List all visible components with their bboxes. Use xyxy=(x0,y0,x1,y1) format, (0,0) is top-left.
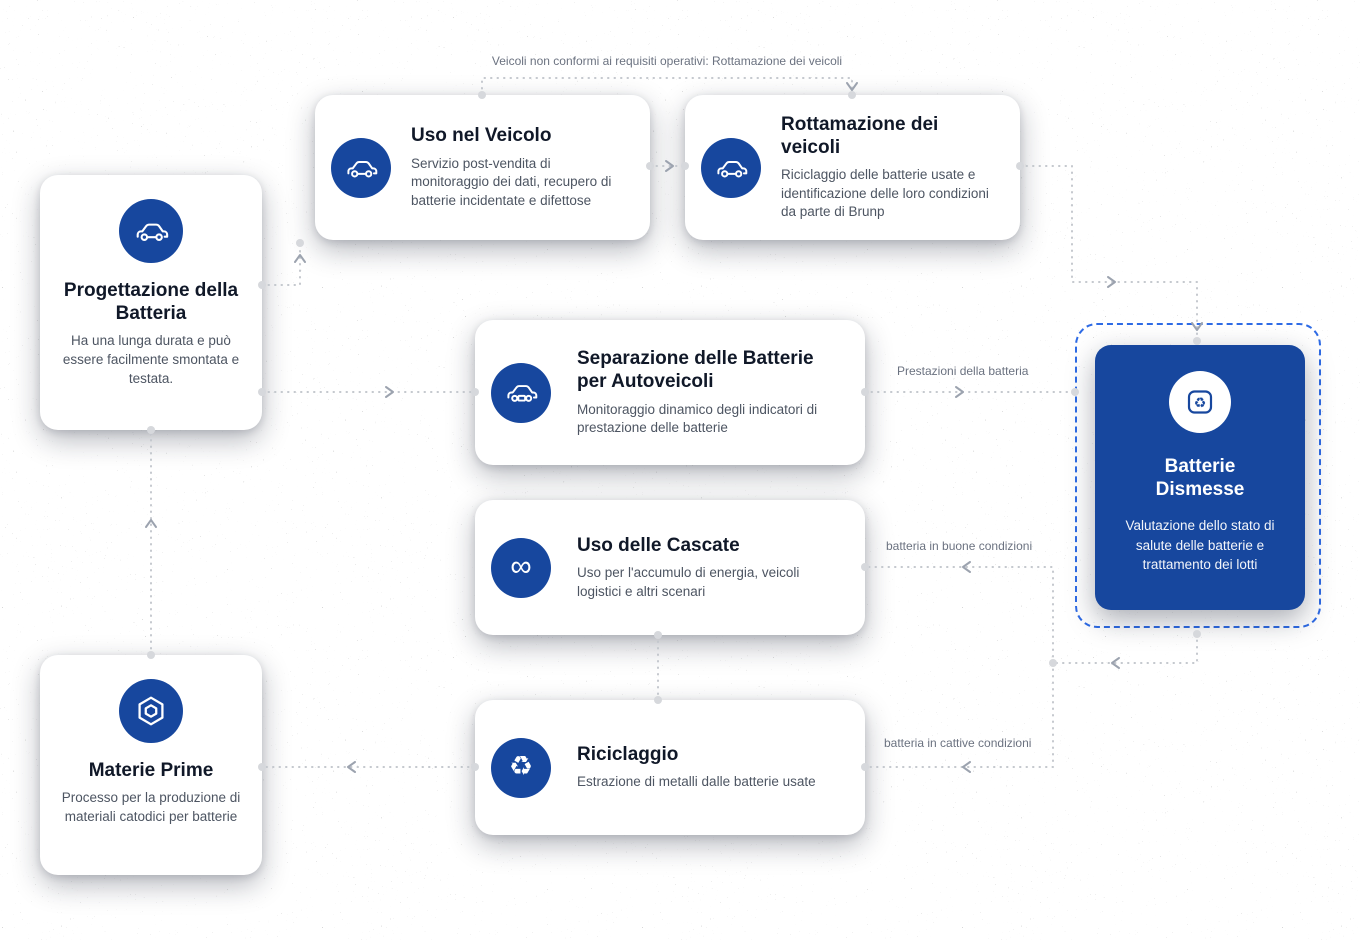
battery-recycle-icon: ♻ xyxy=(1169,371,1231,433)
card-title: Progettazione della Batteria xyxy=(63,280,239,325)
hexagon-nut-icon xyxy=(119,679,183,743)
arrow-up-icon xyxy=(145,519,157,528)
connector-uso-to-rottamazione-top xyxy=(481,77,853,96)
connector-label-non-conforming: Veicoli non conformi ai requisiti operat… xyxy=(491,54,843,68)
arrow-left-icon xyxy=(347,761,356,773)
connector-progettazione-to-uso xyxy=(261,242,301,286)
card-batterie-dismesse: ♻ Batterie Dismesse Valutazione dello st… xyxy=(1095,345,1305,610)
card-description: Monitoraggio dinamico degli indicatori d… xyxy=(577,401,818,436)
connector-label-prestazioni: Prestazioni della batteria xyxy=(897,364,1029,378)
arrow-right-icon xyxy=(385,386,394,398)
card-description: Valutazione dello stato di salute delle … xyxy=(1125,518,1275,573)
arrow-right-icon xyxy=(665,160,674,172)
card-description: Uso per l'accumulo di energia, veicoli l… xyxy=(577,564,800,599)
card-description: Servizio post-vendita di monitoraggio de… xyxy=(411,155,612,208)
arrow-right-icon xyxy=(1107,276,1116,288)
connector-rottamazione-to-dismesse xyxy=(1019,165,1198,342)
connector-label-buone-condizioni: batteria in buone condizioni xyxy=(886,539,1033,553)
card-description: Ha una lunga durata e può essere facilme… xyxy=(62,333,240,386)
card-rottamazione-veicoli: Rottamazione dei veicoli Riciclaggio del… xyxy=(685,95,1020,240)
card-riciclaggio: ♻ Riciclaggio Estrazione di metalli dall… xyxy=(475,700,865,835)
arrow-up-icon xyxy=(294,254,306,263)
connector-dismesse-return xyxy=(1052,633,1198,664)
recycle-icon: ♻ xyxy=(491,737,551,798)
arrow-left-icon xyxy=(1111,657,1120,669)
infinity-glyph: ∞ xyxy=(510,549,532,583)
arrow-down-icon xyxy=(846,82,858,91)
card-uso-cascate: ∞ Uso delle Cascate Uso per l'accumulo d… xyxy=(475,500,865,635)
car-battery-icon xyxy=(491,362,551,423)
connector-label-cattive-condizioni: batteria in cattive condizioni xyxy=(884,736,1032,750)
card-separazione-batterie: Separazione delle Batterie per Autoveico… xyxy=(475,320,865,465)
arrow-left-icon xyxy=(962,761,971,773)
recycle-glyph: ♻ xyxy=(508,751,534,781)
connector-dismesse-to-riciclaggio xyxy=(864,662,1054,768)
car-icon xyxy=(119,199,183,263)
connector-dismesse-to-cascate xyxy=(864,566,1054,664)
recycle-glyph: ♻ xyxy=(1194,395,1207,411)
card-materie-prime: Materie Prime Processo per la produzione… xyxy=(40,655,262,875)
card-title: Batterie Dismesse xyxy=(1155,456,1245,501)
arrow-left-icon xyxy=(962,561,971,573)
card-uso-nel-veicolo: Uso nel Veicolo Servizio post-vendita di… xyxy=(315,95,650,240)
card-description: Processo per la produzione di materiali … xyxy=(61,790,241,824)
card-title: Uso delle Cascate xyxy=(577,534,740,556)
card-title: Separazione delle Batterie per Autoveico… xyxy=(577,348,814,393)
car-icon xyxy=(331,137,391,198)
arrow-right-icon xyxy=(955,386,964,398)
car-icon xyxy=(701,137,761,198)
card-title: Riciclaggio xyxy=(577,744,679,766)
card-title: Uso nel Veicolo xyxy=(411,125,552,147)
card-progettazione-batteria: Progettazione della Batteria Ha una lung… xyxy=(40,175,262,430)
card-title: Rottamazione dei veicoli xyxy=(781,113,939,159)
card-description: Estrazione di metalli dalle batterie usa… xyxy=(577,774,816,790)
card-description: Riciclaggio delle batterie usate e ident… xyxy=(781,167,989,220)
infinity-icon: ∞ xyxy=(491,537,551,598)
card-title: Materie Prime xyxy=(88,760,214,781)
